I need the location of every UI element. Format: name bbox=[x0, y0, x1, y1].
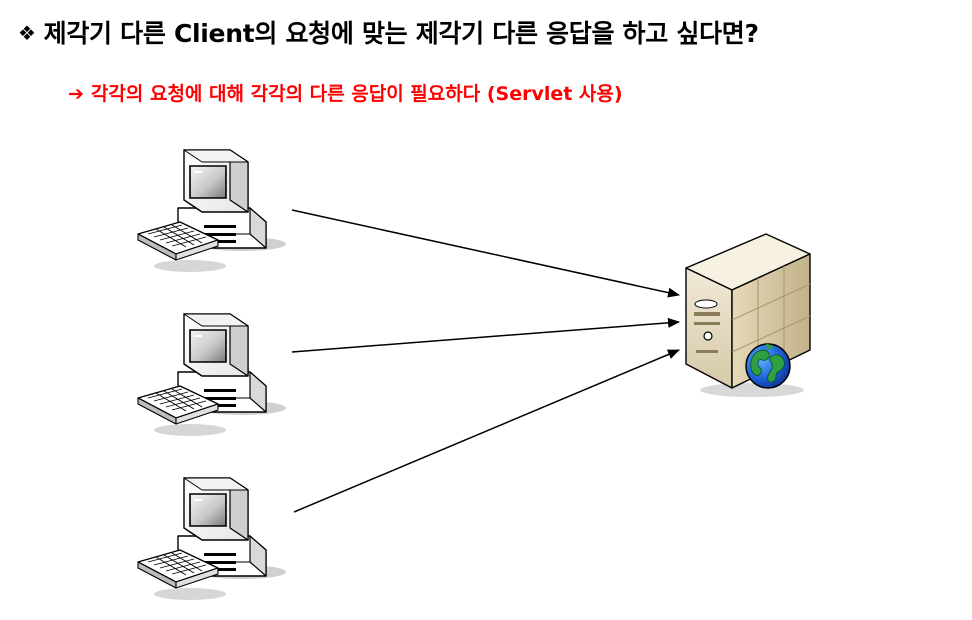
web-server-icon bbox=[685, 233, 811, 397]
client-computer-icon-1 bbox=[137, 149, 287, 273]
connection-arrow-2 bbox=[291, 317, 680, 353]
client-computer-icon-2 bbox=[137, 313, 287, 437]
slide-title-text: 제각기 다른 Client의 요청에 맞는 제각기 다른 응답을 하고 싶다면? bbox=[43, 19, 759, 48]
right-arrow-icon: ➔ bbox=[68, 83, 84, 105]
slide-subtitle-text: 각각의 요청에 대해 각각의 다른 응답이 필요하다 (Servlet 사용) bbox=[90, 83, 623, 105]
client-computer-icon-3 bbox=[137, 477, 287, 601]
connection-arrow-1 bbox=[291, 209, 680, 298]
slide-title: ❖ 제각기 다른 Client의 요청에 맞는 제각기 다른 응답을 하고 싶다면… bbox=[18, 14, 759, 50]
diamond-bullet-icon: ❖ bbox=[18, 21, 36, 45]
connection-arrow-3 bbox=[293, 349, 680, 513]
slide-subtitle: ➔ 각각의 요청에 대해 각각의 다른 응답이 필요하다 (Servlet 사용) bbox=[68, 79, 623, 106]
globe-icon bbox=[745, 343, 791, 389]
